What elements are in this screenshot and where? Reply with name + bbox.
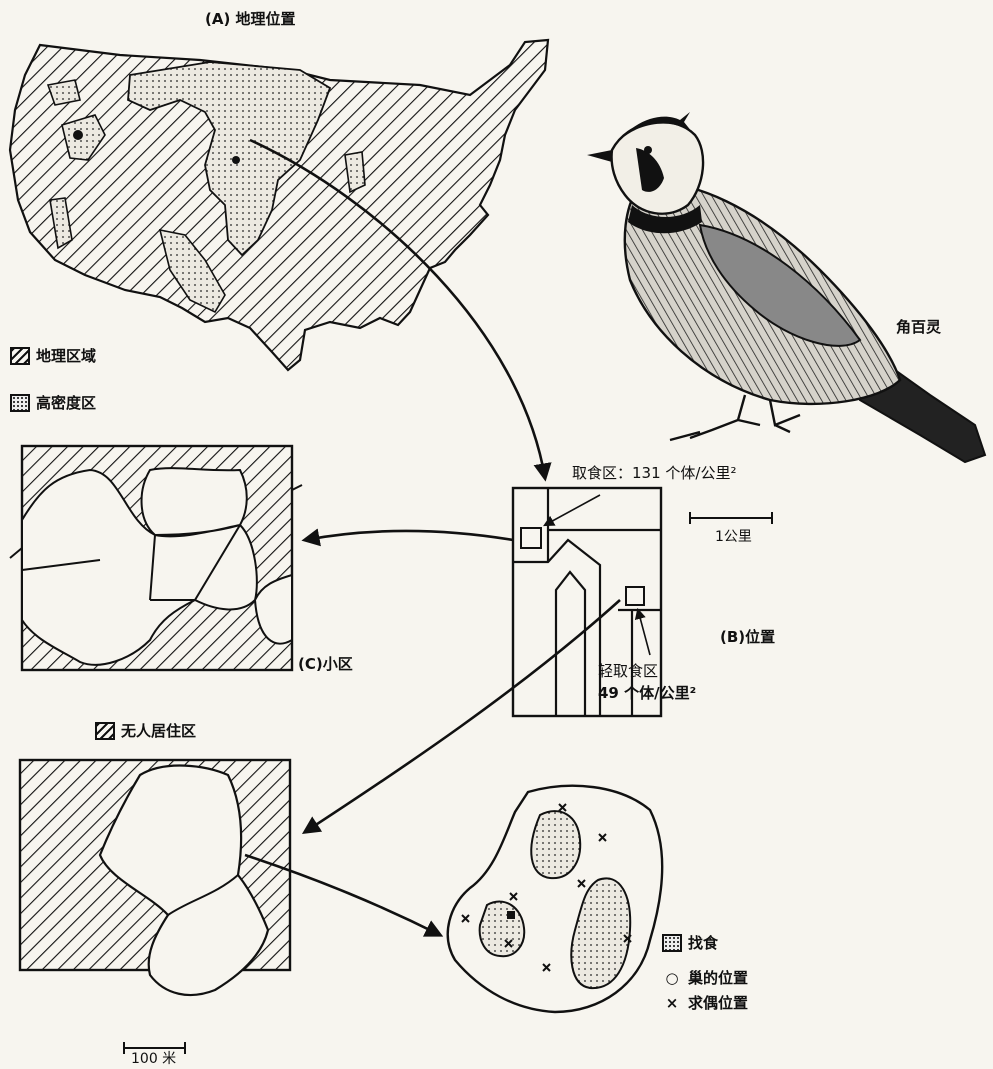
legend-high-density: 高密度区 xyxy=(10,392,96,413)
map-point xyxy=(232,156,240,164)
legend-nest-label: 巢的位置 xyxy=(688,967,748,988)
foraging-zone xyxy=(480,902,525,957)
panel-b-title: (B)位置 xyxy=(720,626,775,647)
scale-1km-label: 1公里 xyxy=(715,526,752,546)
circle-icon: ○ xyxy=(662,969,682,987)
map-point xyxy=(73,130,83,140)
legend-courtship: × 求偶位置 xyxy=(662,992,748,1013)
scale-100m-label: 100 米 xyxy=(131,1048,176,1068)
panel-c-title: (C)小区 xyxy=(298,653,353,674)
hatch-swatch-icon xyxy=(95,722,115,740)
light-feeding-label-line2: 49 个体/公里² xyxy=(598,682,696,703)
panel-a-title: (A) 地理位置 xyxy=(205,8,296,29)
x-mark-icon: × xyxy=(662,994,682,1012)
legend-foraging-label: 找食 xyxy=(688,932,718,953)
legend-geographic-range-label: 地理区域 xyxy=(36,345,96,366)
legend-geographic-range: 地理区域 xyxy=(10,345,96,366)
legend-uninhabited: 无人居住区 xyxy=(95,720,196,741)
light-feeding-label-line1: 轻取食区 xyxy=(598,660,658,681)
foraging-zone xyxy=(531,811,580,878)
feeding-area-label: 取食区：131 个体/公里² xyxy=(572,462,736,483)
bird-beak xyxy=(587,150,612,162)
legend-courtship-label: 求偶位置 xyxy=(688,992,748,1013)
arrow-site-to-territory xyxy=(305,531,513,540)
legend-nest: ○ 巢的位置 xyxy=(662,967,748,988)
bird-eye xyxy=(644,146,652,154)
legend-high-density-label: 高密度区 xyxy=(36,392,96,413)
scale-bar-1km xyxy=(690,512,772,524)
territory-map xyxy=(10,446,302,670)
light-feeding-pointer xyxy=(638,610,650,655)
dots-swatch-icon xyxy=(662,934,682,952)
bird-label: 角百灵 xyxy=(896,316,941,337)
nest-marker xyxy=(507,911,515,919)
horned-lark-illustration xyxy=(587,112,985,462)
activity-map xyxy=(448,786,662,1012)
territory-detail xyxy=(20,760,290,1054)
range-map xyxy=(10,40,548,370)
dots-swatch-icon xyxy=(10,394,30,412)
feeding-pointer xyxy=(545,495,600,525)
legend-foraging: 找食 xyxy=(662,932,718,953)
hatch-swatch-icon xyxy=(10,347,30,365)
legend-uninhabited-label: 无人居住区 xyxy=(121,720,196,741)
light-feeding-plot-marker xyxy=(626,587,644,605)
feeding-plot-marker xyxy=(521,528,541,548)
